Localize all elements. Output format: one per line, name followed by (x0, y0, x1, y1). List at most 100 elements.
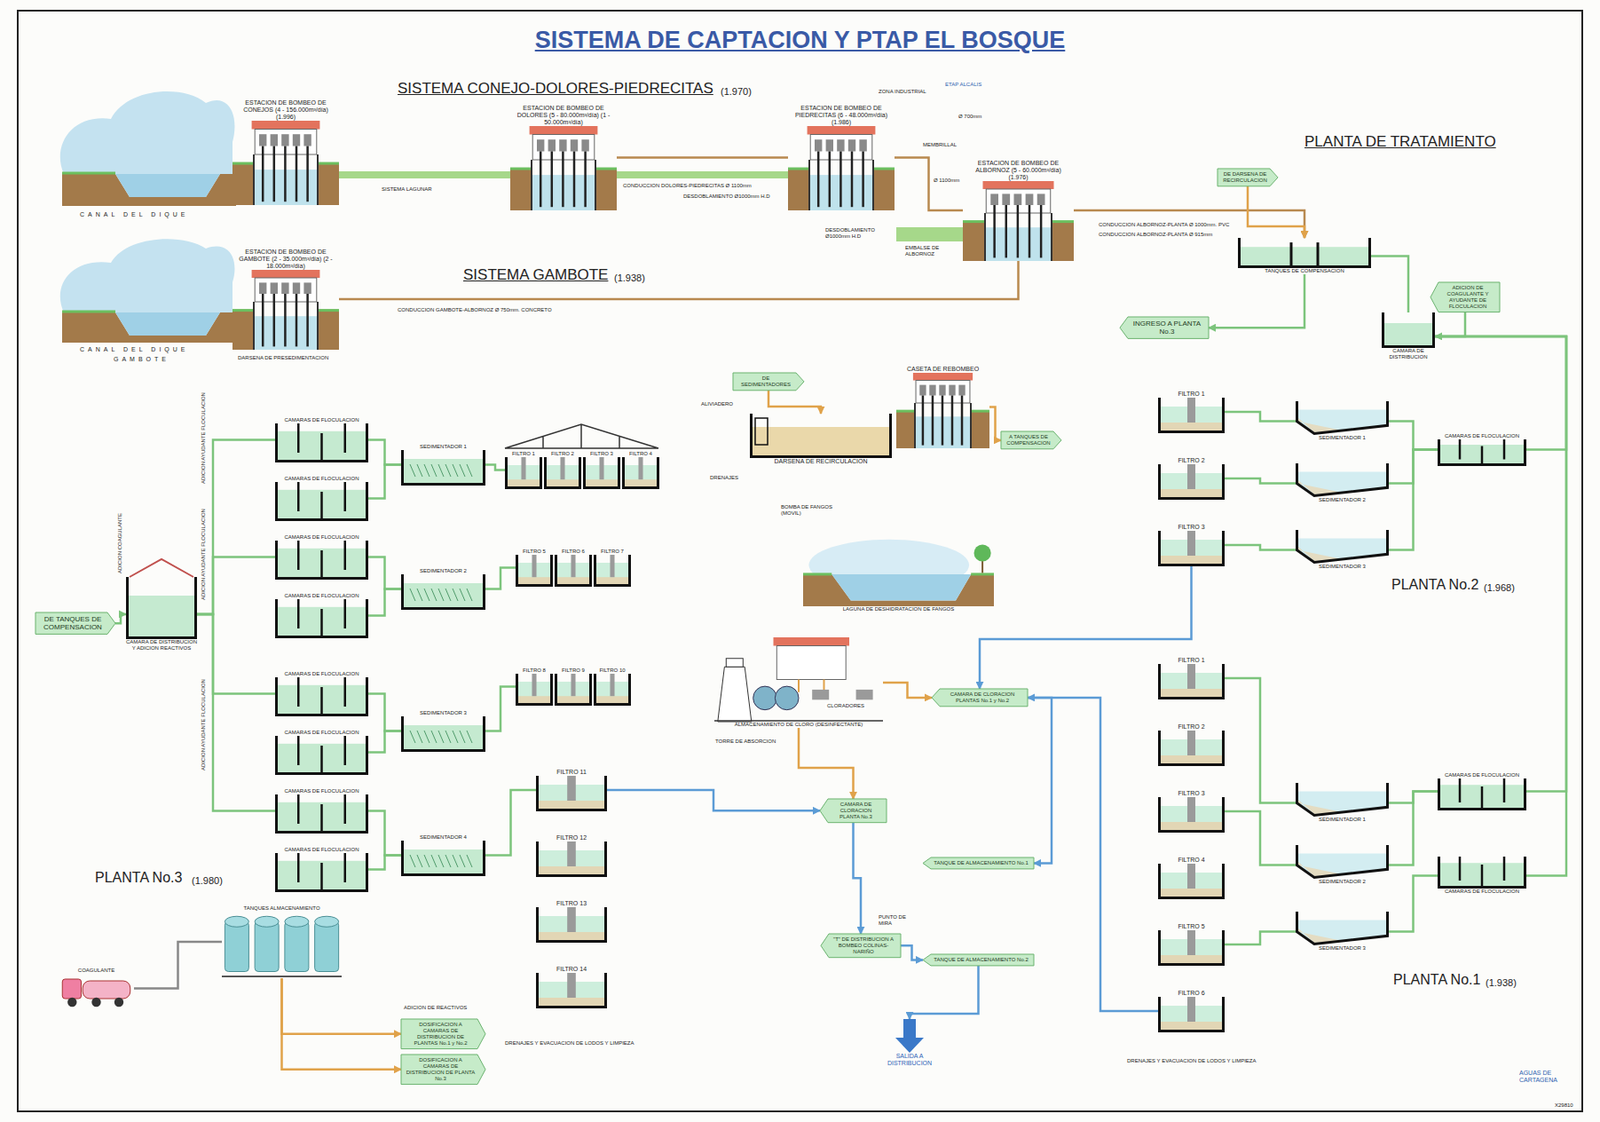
filter-unit: FILTRO 1 (1158, 656, 1225, 700)
equipment-drawing (401, 840, 486, 876)
settling-tank: SEDIMENTADOR 4 (401, 834, 486, 876)
pipe-connector (485, 464, 505, 470)
equipment-drawing (275, 677, 369, 717)
equipment-drawing (275, 540, 369, 580)
node-picture (803, 535, 994, 607)
node-label: FILTRO 5 (1158, 922, 1225, 931)
node-picture (1158, 663, 1225, 700)
node-label: SEDIMENTADOR 3 (401, 709, 486, 717)
node-picture (535, 841, 607, 877)
pipe-connector (1224, 811, 1296, 865)
node-label: FILTRO 2 (543, 450, 582, 458)
pump-station: ESTACION DE BOMBEO DE ALBORNOZ (5 - 60.0… (962, 159, 1074, 261)
node-label: "T" DE DISTRIBUCION A BOMBEO COLINAS-NAR… (830, 936, 897, 955)
node-label: TANQUES ALMACENAMIENTO (221, 905, 342, 912)
pipe-connector (1434, 312, 1466, 337)
flocculation-tank: CAMARAS DE FLOCULACION (275, 846, 369, 892)
text-label: CONDUCCION ALBORNOZ-PLANTA Ø 1000mm. PVC (1098, 221, 1230, 229)
node-label: CASETA DE REBOMBEO (896, 365, 990, 373)
arrow-banner: DOSIFICACION A CAMARAS DE DISTRIBUCION D… (401, 1018, 486, 1049)
node-label: ADICION DE COAGULANTE Y AYUDANTE DE FLOC… (1440, 284, 1496, 310)
tank: TANQUES DE COMPENSACION (1237, 237, 1372, 275)
node-picture (535, 972, 607, 1009)
text-label: ETAP ALCALIS (945, 81, 982, 88)
arrow-banner: INGRESO A PLANTA No.3 (1119, 316, 1209, 339)
pipe-connector (900, 945, 923, 960)
pipe-connector (282, 977, 402, 1070)
text-label: CONDUCCION DOLORES-PIEDRECITAS Ø 1100mm (622, 182, 752, 190)
node-label: FILTRO 3 (1158, 789, 1225, 797)
text-label: SISTEMA LAGUNAR (381, 186, 433, 193)
equipment-drawing (1158, 730, 1225, 766)
node-label: FILTRO 2 (1158, 457, 1225, 465)
node-label: TANQUE DE ALMACENAMIENTO No.1 (932, 859, 1030, 867)
node-picture (515, 554, 553, 587)
text-label: DESDOBLAMIENTO Ø1000mm H.D (683, 193, 771, 200)
node-label: FILTRO 3 (583, 450, 621, 458)
text-label: ADICION AYUDANTE FLOCULACION (200, 678, 207, 771)
text-label: ADICION AYUDANTE FLOCULACION (200, 508, 207, 600)
node-picture (788, 126, 895, 211)
node-label: FILTRO 13 (535, 899, 607, 907)
text-label: (1.980) (191, 874, 223, 887)
node-label: CAMARAS DE FLOCULACION (275, 846, 369, 853)
pipe-connector (368, 556, 402, 589)
node-label: FILTRO 4 (1158, 856, 1225, 864)
pipe-connector (368, 810, 402, 855)
equipment-drawing (275, 481, 369, 521)
equipment-drawing (1158, 930, 1225, 966)
filter-unit: FILTRO 14 (535, 965, 607, 1009)
node-label: CAMARA DE CLORACION PLANTAS No.1 y No.2 (941, 691, 1024, 704)
equipment-drawing (1295, 401, 1389, 435)
filter-unit: FILTRO 4 (1158, 856, 1225, 899)
pipe-connector (989, 407, 1001, 441)
equipment-drawing (232, 120, 339, 205)
equipment-drawing (1295, 529, 1389, 564)
filter-unit: FILTRO 5 (1158, 922, 1225, 966)
node-picture (275, 599, 369, 639)
arrow-banner: A TANQUES DE COMPENSACION (1000, 431, 1062, 450)
pipe-connector (368, 588, 402, 615)
equipment-drawing (593, 673, 631, 706)
node-label: CAMARAS DE FLOCULACION (1437, 433, 1527, 440)
node-label: LAGUNA DE DESHIDRATACION DE FANGOS (803, 606, 994, 613)
arrow-banner: DE SEDIMENTADORES (733, 372, 804, 391)
text-label: DRENAJES Y EVACUACION DE LODOS Y LIMPIEZ… (1127, 1057, 1257, 1065)
node-picture (275, 735, 369, 775)
pipe-connector (368, 854, 402, 869)
equipment-drawing (554, 673, 592, 706)
pipe-connector (1224, 930, 1296, 945)
text-label: DESDOBLAMIENTO Ø1000mm H.D (825, 227, 897, 240)
node-picture (232, 120, 339, 205)
node-label: FILTRO 7 (593, 548, 631, 555)
pipe-connector (1247, 186, 1305, 238)
node-picture (1158, 730, 1225, 766)
equipment-drawing (788, 126, 895, 211)
node-picture (1437, 778, 1527, 811)
equipment-drawing (1295, 844, 1389, 879)
flocculation-tank: CAMARAS DE FLOCULACION (275, 475, 369, 521)
pipe-connector (485, 789, 536, 855)
equipment-drawing (1237, 237, 1372, 268)
text-label: MEMBRILLAL (922, 141, 957, 149)
filter-unit: FILTRO 2 (543, 450, 582, 489)
filter-unit: FILTRO 6 (554, 548, 592, 587)
node-label: SALIDA A DISTRIBUCION (874, 1052, 946, 1067)
node-picture (232, 269, 339, 350)
node-picture (275, 423, 369, 463)
pump-station: CASETA DE REBOMBEO (896, 365, 990, 449)
settling-tank: SEDIMENTADOR 2 (1295, 844, 1389, 885)
node-picture (535, 906, 607, 943)
node-label: FILTRO 9 (554, 667, 592, 674)
pipe-connector (882, 682, 932, 698)
node-label: SEDIMENTADOR 2 (1295, 878, 1389, 885)
node-picture (275, 677, 369, 717)
node-label: ALMACENAMIENTO DE CLORO (DESINFECTANTE) (714, 721, 883, 728)
pump-station: ESTACION DE BOMBEO DE PIEDRECITAS (6 - 4… (788, 104, 895, 211)
text-label: (1.938) (614, 272, 646, 284)
node-picture (1237, 237, 1372, 268)
node-label: SEDIMENTADOR 3 (1295, 563, 1389, 570)
node-picture (515, 673, 553, 706)
node-picture (504, 457, 543, 489)
chlorination-tank: TANQUE DE ALMACENAMIENTO No.1 (922, 857, 1034, 869)
